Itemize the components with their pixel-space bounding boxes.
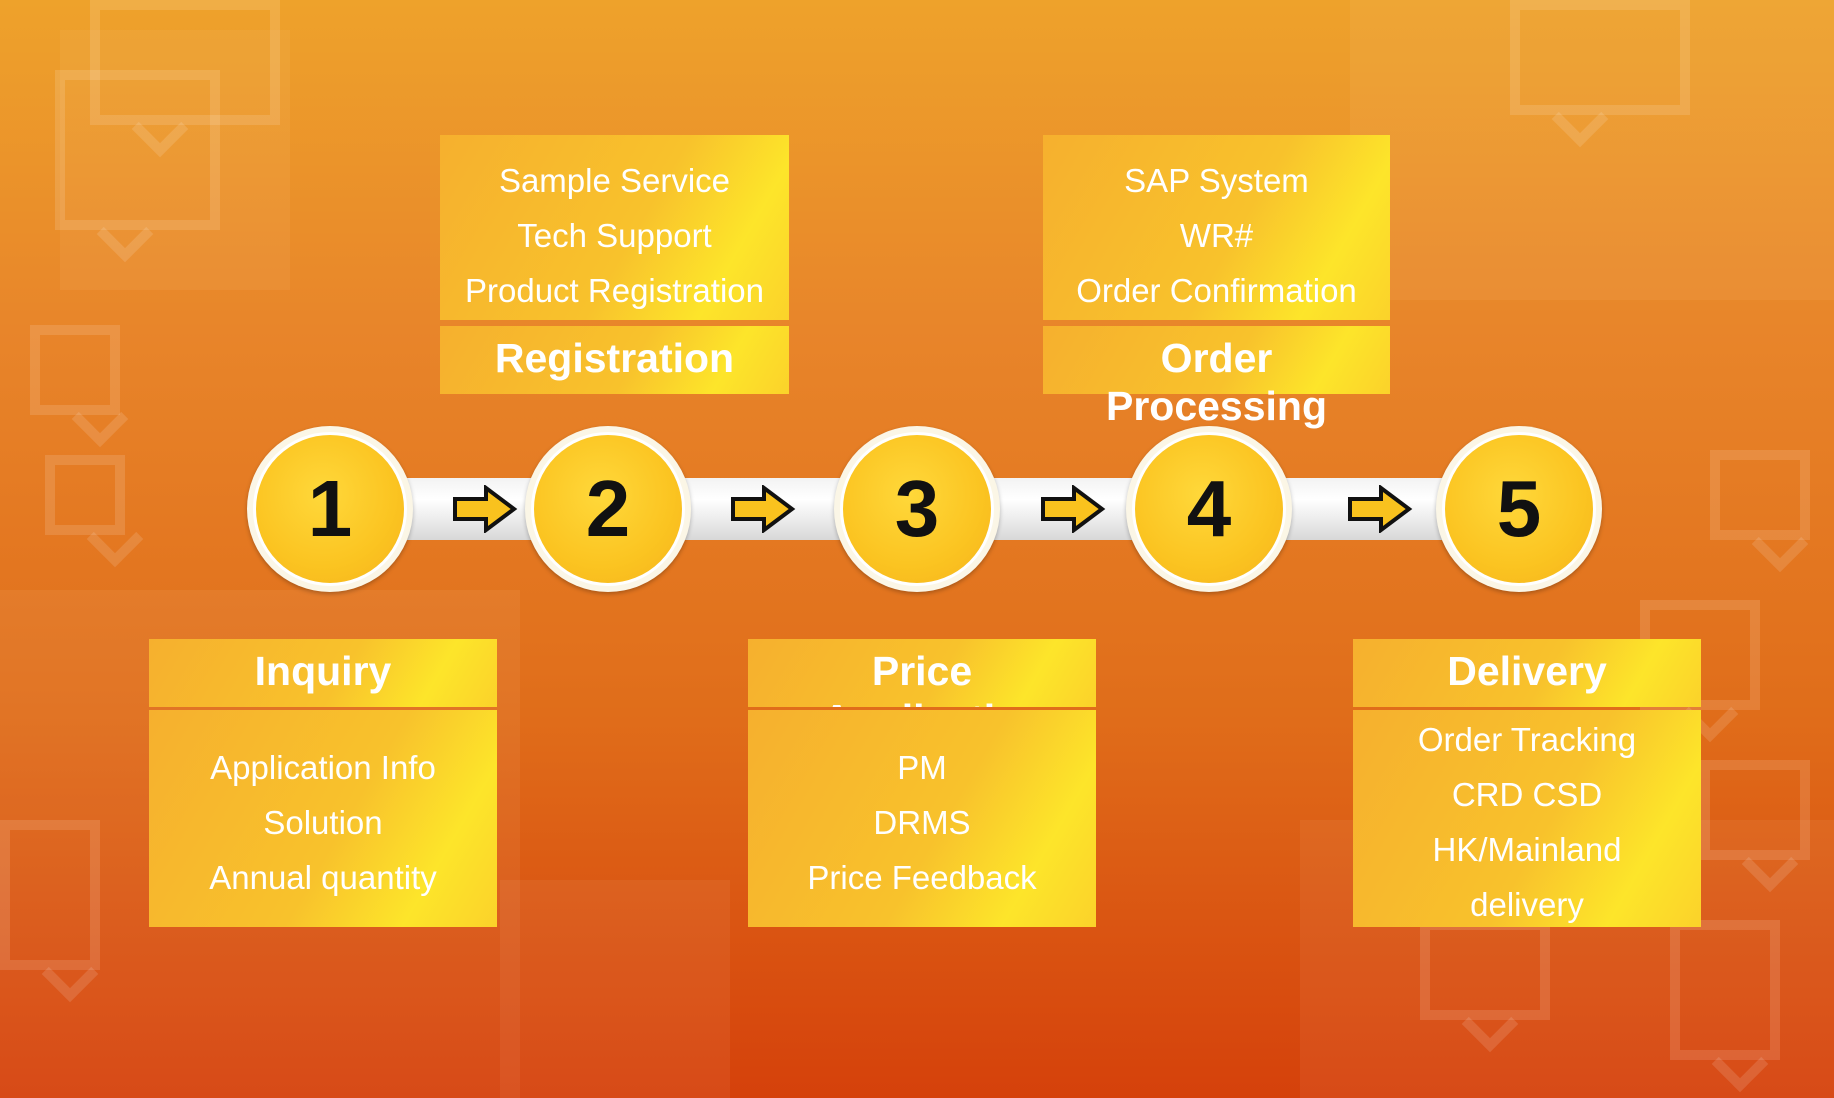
step-2-item: Tech Support — [517, 217, 712, 254]
step-1-item: Annual quantity — [209, 859, 437, 896]
arrow-right-icon — [731, 485, 796, 533]
step-1-item: Solution — [263, 804, 383, 841]
step-5-title-box: Delivery — [1353, 639, 1701, 707]
arrow-right-icon — [453, 485, 518, 533]
step-3-item: PM — [897, 749, 947, 786]
step-4-item: SAP System — [1124, 162, 1309, 199]
step-4-circle: 4 — [1126, 426, 1292, 592]
step-1-circle: 1 — [247, 426, 413, 592]
step-1-items: Application Info Solution Annual quantit… — [149, 740, 497, 905]
step-2-number: 2 — [531, 432, 685, 586]
arrow-right-icon — [1348, 485, 1413, 533]
step-3-items-box: PM DRMS Price Feedback — [748, 710, 1096, 927]
step-2-title-box: Registration — [440, 326, 789, 394]
step-3-items: PM DRMS Price Feedback — [748, 740, 1096, 905]
step-5-number: 5 — [1442, 432, 1596, 586]
step-2-item: Sample Service — [498, 162, 731, 199]
step-1-title-box: Inquiry — [149, 639, 497, 707]
step-5-circle: 5 — [1436, 426, 1602, 592]
step-4-items-box: SAP System WR# Order Confirmation — [1043, 135, 1390, 320]
step-3-title-box: Price Application — [748, 639, 1096, 707]
step-2-circle: 2 — [525, 426, 691, 592]
step-4-title: Order Processing — [1105, 335, 1328, 429]
step-2-title: Registration — [494, 335, 735, 381]
step-5-title: Delivery — [1447, 648, 1607, 694]
step-3-title: Price Application — [822, 648, 1045, 707]
step-2-items: Sample Service Tech Support Product Regi… — [440, 153, 789, 318]
step-5-item: HK/Mainland delivery — [1432, 831, 1622, 923]
step-1-items-box: Application Info Solution Annual quantit… — [149, 710, 497, 927]
step-4-title-box: Order Processing — [1043, 326, 1390, 429]
step-3-circle: 3 — [834, 426, 1000, 592]
step-3-item: Price Feedback — [807, 859, 1037, 896]
step-5-items-box: Order Tracking CRD CSD HK/Mainland deliv… — [1353, 710, 1701, 927]
step-4-number: 4 — [1132, 432, 1286, 586]
step-5-item: Order Tracking — [1417, 721, 1637, 758]
step-2-items-box: Sample Service Tech Support Product Regi… — [440, 135, 789, 320]
step-3-item: DRMS — [873, 804, 971, 841]
step-2-item: Product Registration — [465, 272, 764, 309]
step-5-items: Order Tracking CRD CSD HK/Mainland deliv… — [1353, 712, 1701, 932]
step-4-item: WR# — [1179, 217, 1254, 254]
step-1-title: Inquiry — [254, 648, 392, 694]
step-5-item: CRD CSD — [1451, 776, 1603, 813]
step-1-number: 1 — [253, 432, 407, 586]
arrow-right-icon — [1041, 485, 1106, 533]
step-4-items: SAP System WR# Order Confirmation — [1043, 153, 1390, 318]
step-4-item: Order Confirmation — [1076, 272, 1357, 309]
step-1-item: Application Info — [210, 749, 436, 786]
step-3-number: 3 — [840, 432, 994, 586]
